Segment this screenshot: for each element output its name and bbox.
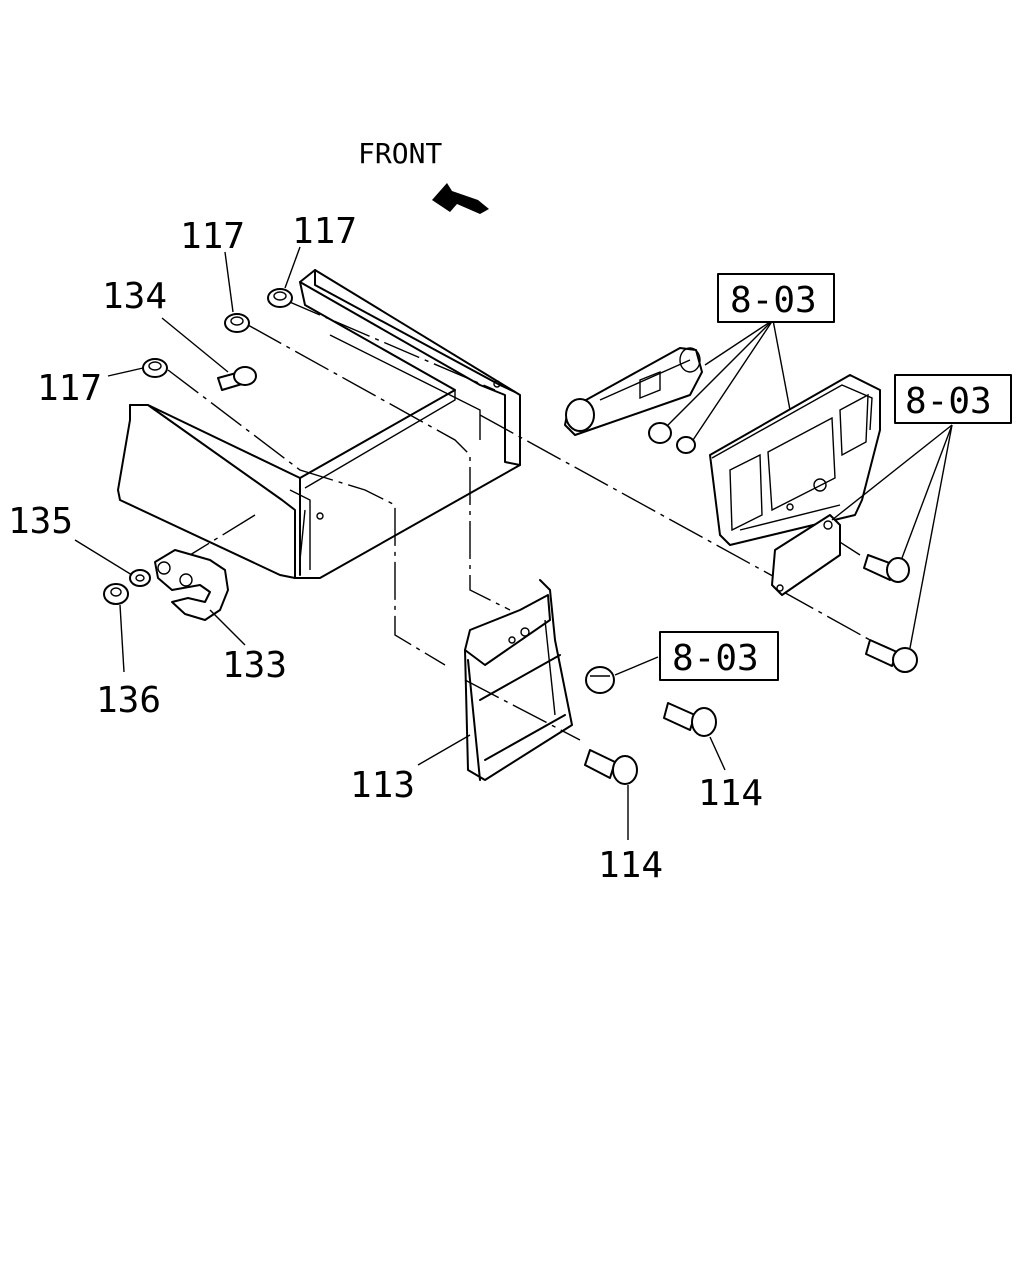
leader-lines bbox=[74, 246, 953, 840]
nut-8-03 bbox=[648, 422, 672, 444]
nut-136 bbox=[103, 583, 129, 605]
mounting-bracket-8-03 bbox=[564, 347, 703, 436]
callout-117-a: 117 bbox=[180, 216, 245, 257]
mounting-plate-8-03 bbox=[709, 374, 881, 546]
bolt-114-b bbox=[663, 702, 717, 737]
callout-114-a: 114 bbox=[598, 845, 663, 886]
bolt-114-a bbox=[584, 749, 638, 785]
bolt-8-03-b bbox=[865, 639, 918, 673]
callout-135: 135 bbox=[8, 501, 73, 542]
callout-133: 133 bbox=[222, 645, 287, 686]
bracket-113 bbox=[464, 579, 573, 781]
tow-hook-133 bbox=[154, 549, 229, 621]
cap-8-03 bbox=[585, 666, 615, 694]
reference-label-1: 8-03 bbox=[730, 280, 817, 321]
flange-nut-117-a bbox=[224, 313, 250, 333]
bolt-134 bbox=[217, 366, 257, 391]
frame-crossmember bbox=[117, 269, 521, 579]
reference-label-2: 8-03 bbox=[905, 381, 992, 422]
callout-114-b: 114 bbox=[698, 773, 763, 814]
flange-nut-117-b bbox=[267, 288, 293, 308]
flange-nut-117-c bbox=[142, 358, 168, 378]
callout-134: 134 bbox=[102, 276, 167, 317]
front-arrow-icon bbox=[432, 183, 489, 214]
callout-136: 136 bbox=[96, 680, 161, 721]
cover-plate bbox=[771, 514, 841, 596]
reference-box-1: 8-03 bbox=[717, 273, 835, 323]
washer-8-03 bbox=[676, 436, 696, 454]
assembly-lines bbox=[167, 299, 871, 741]
reference-box-3: 8-03 bbox=[659, 631, 779, 681]
callout-113: 113 bbox=[350, 765, 415, 806]
front-direction-label: FRONT bbox=[358, 137, 442, 170]
washer-135 bbox=[129, 569, 151, 587]
reference-box-2: 8-03 bbox=[894, 374, 1012, 424]
callout-117-b: 117 bbox=[292, 211, 357, 252]
callout-117-c: 117 bbox=[37, 368, 102, 409]
bolt-8-03-a bbox=[863, 554, 910, 583]
reference-label-3: 8-03 bbox=[672, 638, 759, 679]
